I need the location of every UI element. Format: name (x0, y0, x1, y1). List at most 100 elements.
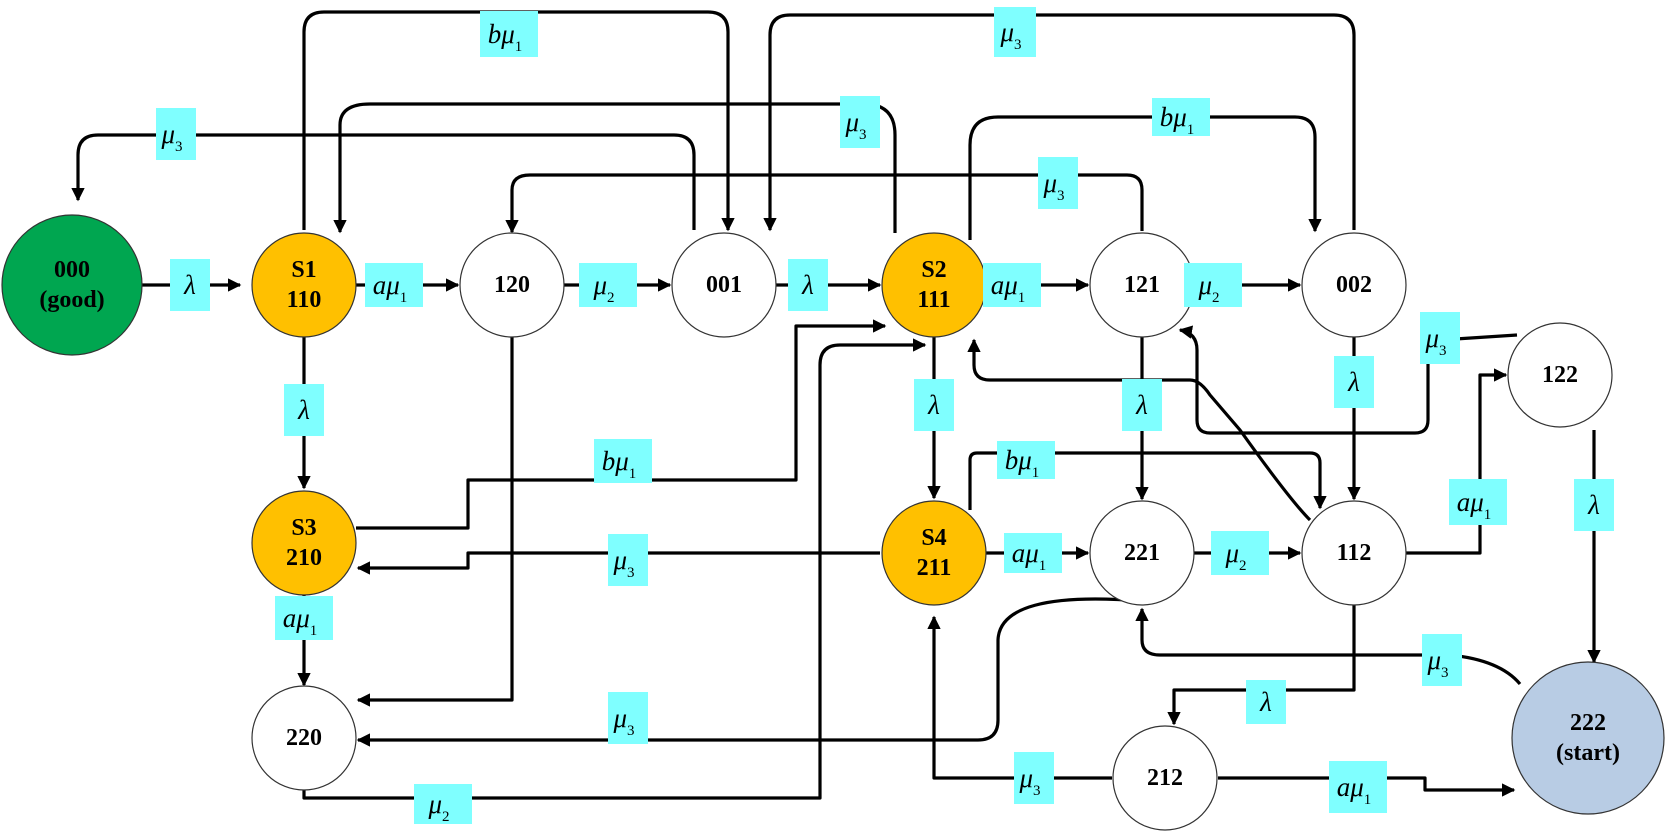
rate-symbol: μ (427, 789, 442, 819)
transition-arrow (1135, 607, 1522, 686)
rate-label-box (414, 784, 472, 824)
state-label: S1 (291, 257, 316, 283)
rate-symbol: μ (1426, 645, 1441, 675)
rate-text: μ3 (612, 545, 634, 581)
rate-label-r14: λ (914, 379, 954, 431)
rate-label-r23: aμ1 (1004, 533, 1062, 574)
rate-label-box (1122, 379, 1162, 431)
rate-label-r03: μ2 (579, 263, 637, 307)
rate-text: bμ1 (602, 446, 637, 482)
state-label: S4 (921, 525, 946, 551)
rate-subscript: 1 (310, 623, 318, 639)
state-node-121: 121 (1089, 232, 1195, 338)
rate-text: λ (801, 270, 814, 300)
rate-subscript: 1 (1484, 507, 1492, 523)
rate-label-box (284, 384, 324, 436)
rate-text: μ3 (160, 119, 182, 155)
rate-label-r22: μ3 (608, 534, 648, 586)
rate-text: λ (183, 270, 196, 300)
rate-label-r08: μ3 (994, 7, 1036, 57)
rate-label-r12: μ3 (1038, 157, 1078, 209)
rate-text: μ3 (1042, 168, 1064, 204)
state-circle (459, 232, 565, 338)
rate-label-r25: aμ1 (275, 596, 333, 640)
state-circle (251, 685, 357, 791)
rate-label-box (579, 263, 637, 307)
rate-symbol: μ (1018, 763, 1033, 793)
rate-subscript: 1 (629, 466, 637, 482)
rate-symbol: μ (1224, 538, 1239, 568)
rate-symbol: μ (999, 17, 1014, 47)
state-circle (671, 232, 777, 338)
rate-label-box (1422, 634, 1462, 686)
state-label: 120 (494, 272, 530, 298)
rate-subscript: 2 (1239, 558, 1247, 574)
rate-subscript: 3 (1439, 343, 1447, 359)
transition-arrow (968, 115, 1322, 240)
rate-text: aμ1 (1012, 538, 1047, 574)
rate-label-box (275, 596, 333, 640)
state-node-212: 212 (1112, 725, 1218, 831)
rate-label-r06: μ2 (1184, 263, 1242, 307)
rate-symbol: bμ (1005, 445, 1032, 475)
rate-text: λ (1259, 687, 1272, 717)
rate-symbol: λ (183, 270, 196, 300)
transition-arrow (968, 451, 1327, 510)
rate-subscript: 1 (1364, 792, 1372, 808)
rate-subscript: 3 (1057, 188, 1065, 204)
rate-subscript: 3 (627, 565, 635, 581)
rate-text: λ (297, 395, 310, 425)
rate-label-box (156, 108, 196, 160)
rate-text: λ (1135, 390, 1148, 420)
rate-symbol: aμ (1337, 772, 1364, 802)
rate-label-r09: μ3 (156, 108, 196, 160)
state-label: S3 (291, 515, 316, 541)
rate-label-r07: bμ1 (480, 11, 538, 57)
rate-label-r11: bμ1 (1152, 98, 1210, 138)
rate-text: aμ1 (991, 270, 1026, 306)
state-label: 000 (54, 257, 90, 283)
state-label: 001 (706, 272, 742, 298)
rate-text: μ3 (844, 107, 866, 143)
transition-arrow (1218, 776, 1516, 797)
state-circle (1511, 661, 1665, 815)
rate-subscript: 3 (175, 139, 183, 155)
state-label: (start) (1556, 740, 1620, 766)
rate-label-box (480, 11, 538, 57)
rate-label-r17: μ3 (1420, 312, 1460, 364)
transition-arrow (71, 133, 696, 230)
rate-subscript: 3 (859, 127, 867, 143)
state-circle (251, 490, 357, 596)
state-label: 110 (287, 287, 322, 313)
rate-label-box (608, 692, 648, 744)
rate-label-r04: λ (788, 259, 828, 311)
state-node-000: 000(good) (1, 214, 143, 356)
state-circle (1301, 500, 1407, 606)
rate-subscript: 1 (515, 39, 523, 55)
rate-text: aμ1 (373, 270, 408, 306)
state-node-122: 122 (1507, 322, 1613, 428)
rate-symbol: μ (612, 545, 627, 575)
rate-label-r10: μ3 (840, 96, 880, 148)
rate-label-r26: μ3 (1422, 634, 1462, 686)
rate-symbol: μ (1424, 323, 1439, 353)
rate-label-r15: λ (1122, 379, 1162, 431)
state-circle (1089, 500, 1195, 606)
rate-text: μ2 (427, 789, 449, 825)
rate-text: μ3 (999, 17, 1021, 53)
state-node-120: 120 (459, 232, 565, 338)
rate-label-r28: λ (1246, 680, 1286, 724)
rate-label-box (1449, 479, 1507, 525)
transition-arrow (356, 597, 1143, 747)
rate-label-box (1014, 752, 1054, 804)
rate-label-box (788, 259, 828, 311)
rate-label-box (608, 534, 648, 586)
rate-label-box (1211, 531, 1269, 575)
rate-label-box (1152, 98, 1210, 136)
rate-label-box (1334, 356, 1374, 408)
state-node-221: 221 (1089, 500, 1195, 606)
rate-symbol: aμ (1457, 487, 1484, 517)
rate-label-box (594, 439, 652, 483)
state-circle (1301, 232, 1407, 338)
rate-subscript: 3 (627, 723, 635, 739)
